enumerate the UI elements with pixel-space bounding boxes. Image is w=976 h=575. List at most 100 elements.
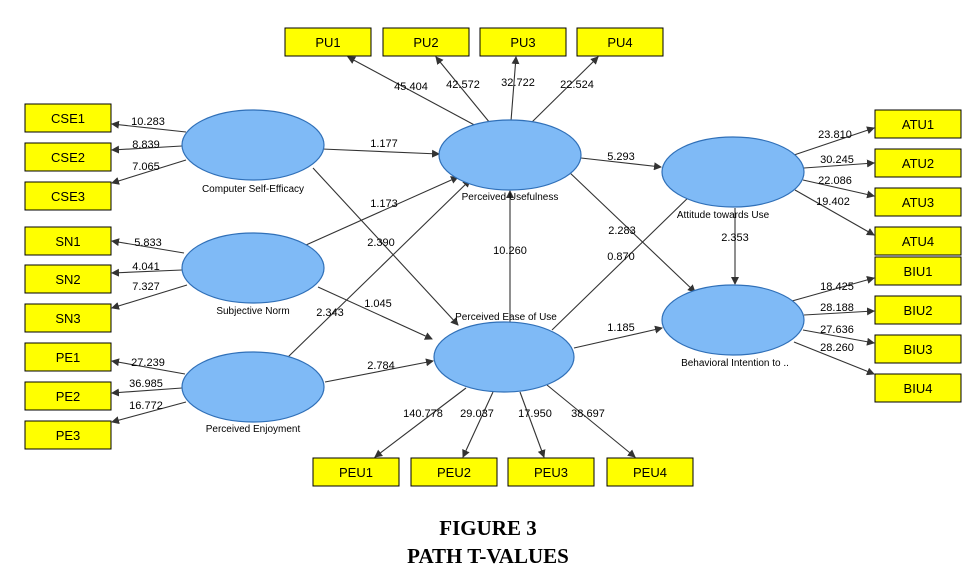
loading-arrow-pu2	[435, 56, 491, 124]
loading-t-value: 22.086	[818, 175, 852, 187]
indicator-box-peu4	[606, 457, 694, 487]
indicator-label: ATU2	[902, 156, 934, 171]
indicator-box-biu1	[874, 256, 962, 286]
path-arrow-pu-biu	[567, 170, 696, 293]
loading-arrow-atu1	[793, 126, 875, 156]
loading-t-value: 27.239	[131, 357, 165, 369]
loading-t-value: 38.697	[571, 408, 605, 420]
loading-t-value: 27.636	[820, 324, 854, 336]
indicator-label: CSE3	[51, 189, 85, 204]
loading-t-value: 7.327	[132, 281, 160, 293]
indicator-label: PE3	[56, 428, 81, 443]
loading-arrow-peu3	[519, 391, 546, 458]
loading-t-value: 17.950	[518, 408, 552, 420]
indicator-label: PEU2	[437, 465, 471, 480]
indicator-box-sn3	[24, 303, 112, 333]
construct-label: Behavioral Intention to ..	[681, 358, 789, 369]
indicator-label: PEU1	[339, 465, 373, 480]
loading-arrow-atu4	[794, 189, 875, 236]
loading-arrow-cse3	[111, 159, 187, 185]
path-t-value: 0.870	[607, 251, 635, 263]
construct-label: Subjective Norm	[216, 306, 289, 317]
loading-t-value: 19.402	[816, 196, 850, 208]
indicator-label: PU2	[413, 35, 438, 50]
construct-label: Perceived Usefulness	[462, 192, 559, 203]
indicator-label: PEU4	[633, 465, 667, 480]
loading-t-value: 28.188	[820, 302, 854, 314]
indicator-box-pu2	[382, 27, 470, 57]
indicator-label: BIU3	[904, 342, 933, 357]
construct-atu	[661, 136, 805, 208]
path-t-value: 2.353	[721, 232, 749, 244]
loading-arrow-biu3	[802, 329, 875, 346]
loading-arrow-pu4	[530, 56, 599, 124]
loading-arrow-biu4	[793, 341, 875, 376]
indicator-box-peu2	[410, 457, 498, 487]
figure-number: FIGURE 3	[439, 516, 537, 540]
loading-t-value: 8.839	[132, 139, 160, 151]
indicator-label: SN1	[55, 234, 80, 249]
path-arrow-sn-pu	[305, 176, 459, 246]
loading-t-value: 45.404	[394, 81, 428, 93]
indicator-box-biu3	[874, 334, 962, 364]
loading-t-value: 4.041	[132, 261, 160, 273]
loading-arrow-peu4	[546, 384, 636, 458]
loading-arrow-pe3	[111, 401, 187, 425]
loading-arrow-pe2	[111, 387, 183, 397]
loading-arrow-cse2	[111, 145, 183, 154]
indicator-label: ATU1	[902, 117, 934, 132]
loading-arrow-pe1	[111, 358, 186, 375]
path-arrow-pu-atu	[580, 157, 662, 171]
indicator-box-atu4	[874, 226, 962, 256]
indicator-box-peu1	[312, 457, 400, 487]
construct-cse	[181, 109, 325, 181]
construct-label: Perceived Ease of Use	[455, 312, 557, 323]
loading-arrow-pu3	[510, 56, 520, 122]
indicator-box-peu3	[507, 457, 595, 487]
construct-biu	[661, 284, 805, 356]
path-arrow-peou-biu	[573, 325, 663, 349]
loading-t-value: 42.572	[446, 79, 480, 91]
indicator-label: ATU3	[902, 195, 934, 210]
indicator-label: CSE1	[51, 111, 85, 126]
indicator-box-pe2	[24, 381, 112, 411]
indicator-label: CSE2	[51, 150, 85, 165]
loading-t-value: 23.810	[818, 129, 852, 141]
indicator-box-pu1	[284, 27, 372, 57]
loading-arrow-peu2	[462, 391, 494, 458]
path-t-value: 2.343	[316, 307, 344, 319]
loading-arrow-sn3	[111, 284, 188, 310]
loading-t-value: 28.260	[820, 342, 854, 354]
loading-t-value: 36.985	[129, 378, 163, 390]
indicator-box-pe3	[24, 420, 112, 450]
loading-t-value: 16.772	[129, 400, 163, 412]
loading-arrow-sn2	[111, 268, 183, 277]
path-t-value: 2.283	[608, 225, 636, 237]
indicator-label: SN2	[55, 272, 80, 287]
indicator-box-sn2	[24, 264, 112, 294]
loading-arrow-atu2	[803, 159, 875, 169]
loading-t-value: 29.037	[460, 408, 494, 420]
indicator-label: PU1	[315, 35, 340, 50]
indicator-label: BIU1	[904, 264, 933, 279]
construct-label: Attitude towards Use	[677, 210, 770, 221]
path-t-value: 10.260	[493, 245, 527, 257]
loading-arrow-peu1	[374, 387, 467, 458]
path-arrow-cse-pu	[321, 148, 440, 158]
indicator-box-atu3	[874, 187, 962, 217]
indicator-box-biu2	[874, 295, 962, 325]
path-t-value: 1.185	[607, 322, 635, 334]
indicator-label: PE2	[56, 389, 81, 404]
construct-pu	[438, 119, 582, 191]
indicator-label: BIU4	[904, 381, 933, 396]
path-arrow-peou-atu	[551, 191, 695, 331]
indicator-box-biu4	[874, 373, 962, 403]
indicator-box-pe1	[24, 342, 112, 372]
path-t-value: 1.173	[370, 198, 398, 210]
loading-t-value: 30.245	[820, 154, 854, 166]
path-arrow-pe-pu	[287, 179, 471, 358]
loading-arrow-sn1	[111, 238, 185, 254]
indicator-label: PU4	[607, 35, 632, 50]
loading-t-value: 18.425	[820, 281, 854, 293]
indicator-box-pu3	[479, 27, 567, 57]
